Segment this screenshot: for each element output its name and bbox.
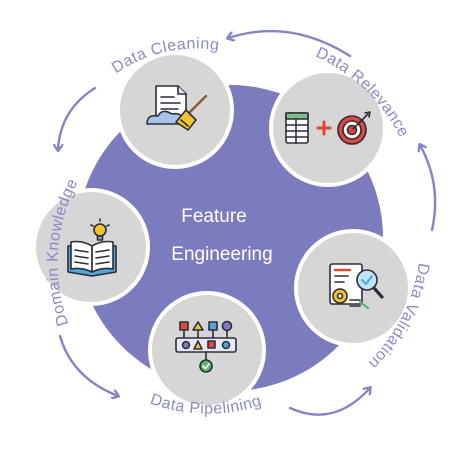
arrow-domain-to-pipelining: [58, 334, 118, 396]
arrow-pipelining-to-validation: [288, 388, 370, 416]
book-lightbulb-icon: [67, 218, 117, 277]
arrow-relevance-to-cleaning: [228, 29, 352, 58]
report-magnifier-icon: [329, 263, 384, 310]
cycle-arrows: [58, 29, 437, 416]
center-title-line2: Engineering: [171, 244, 272, 265]
document-broom-icon: [146, 85, 208, 131]
arrow-cleaning-to-domain: [58, 86, 97, 150]
center-title-line1: Feature: [181, 206, 246, 227]
spreadsheet-target-icon: [285, 111, 371, 145]
arrow-validation-to-relevance: [420, 145, 437, 232]
pipeline-flow-icon: [175, 320, 237, 373]
